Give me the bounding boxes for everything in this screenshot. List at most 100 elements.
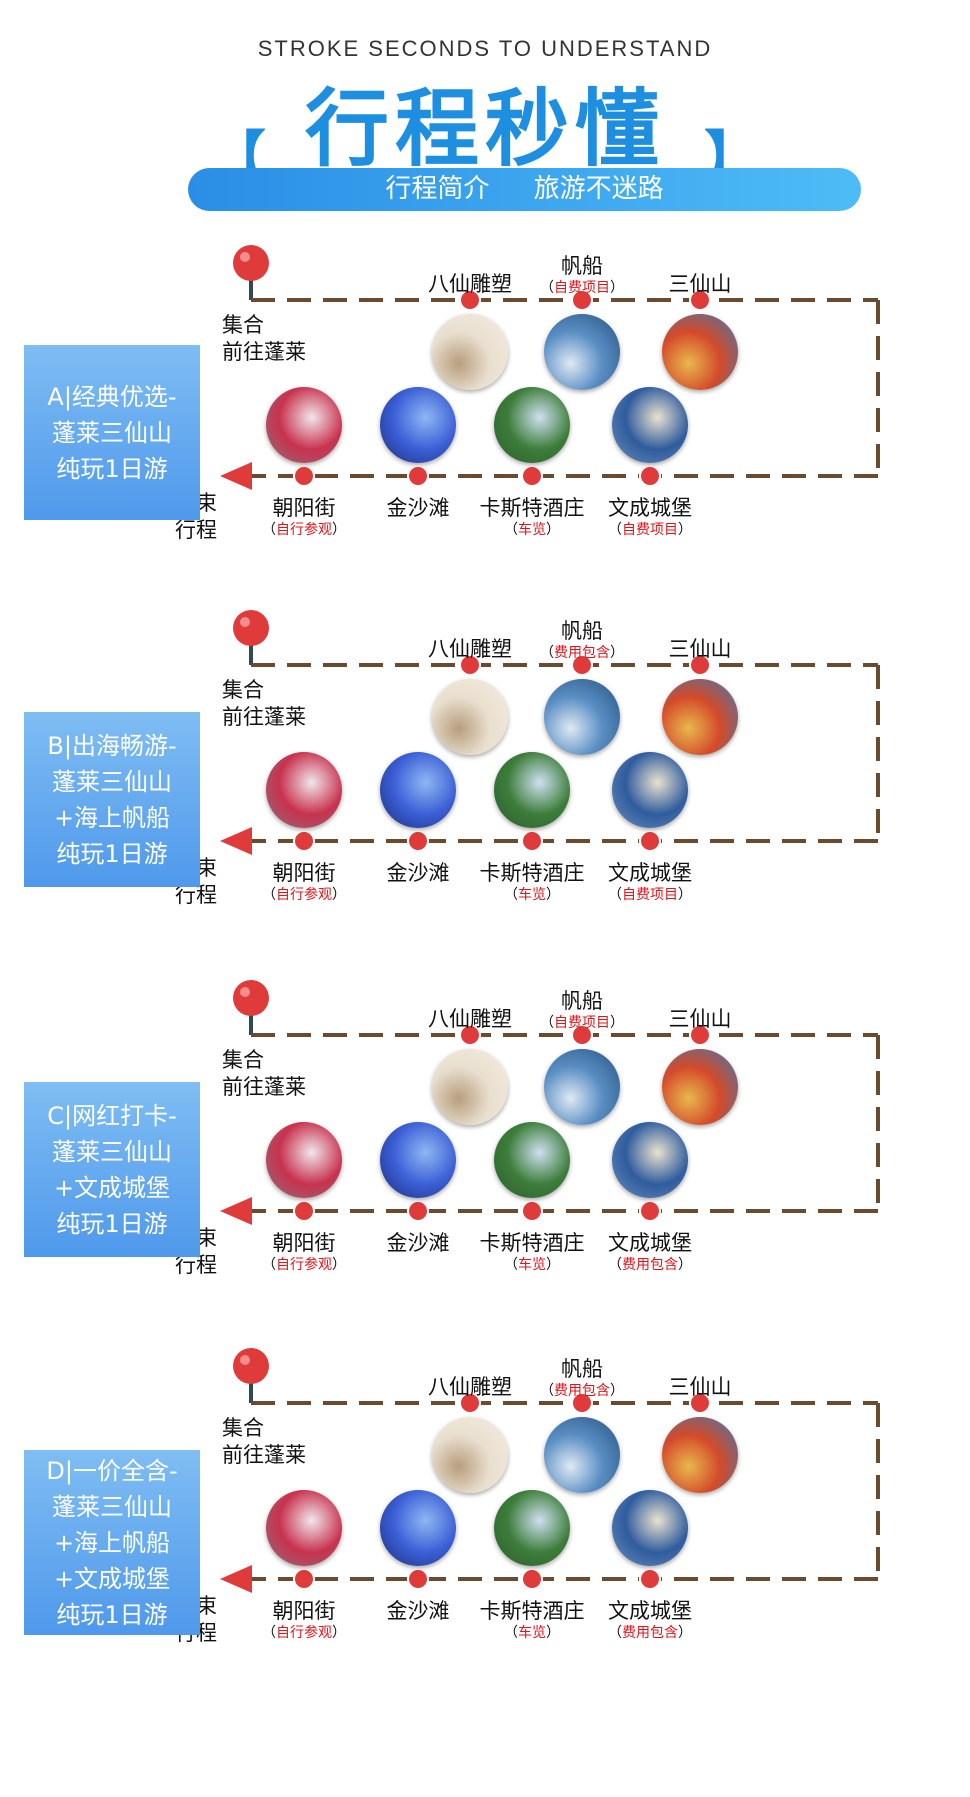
stop-note: （车览）	[504, 519, 560, 539]
note-paren-close: ）	[678, 1625, 692, 1641]
chaoyang-street-photo	[266, 1490, 342, 1566]
start-pin-icon	[233, 245, 269, 281]
castel-winery-photo	[494, 1490, 570, 1566]
note-paren-close: ）	[610, 280, 624, 296]
note-paren-open: （	[504, 887, 518, 903]
note-text: 车览	[518, 522, 546, 538]
sailboat-photo	[544, 1417, 620, 1493]
pill-text-left: 行程简介	[385, 174, 490, 204]
package-label: D|一价全含-蓬莱三仙山+海上帆船+文成城堡纯玩1日游	[24, 1450, 200, 1635]
wencheng-castle-photo	[612, 752, 688, 828]
package-label: A|经典优选-蓬莱三仙山纯玩1日游	[24, 345, 200, 520]
package-label-line: 蓬莱三仙山	[52, 418, 172, 447]
note-paren-open: （	[540, 645, 554, 661]
itinerary-section: 集合前往蓬莱结束行程八仙雕塑帆船（费用包含）三仙山朝阳街（自行参观）金沙滩卡斯特…	[0, 605, 970, 907]
note-paren-open: （	[504, 1257, 518, 1273]
note-paren-open: （	[504, 1625, 518, 1641]
note-paren-open: （	[540, 1383, 554, 1399]
note-paren-open: （	[540, 280, 554, 296]
sanxian-mountain-photo	[662, 1049, 738, 1125]
package-label-line: C|网红打卡-	[47, 1101, 177, 1130]
baxian-statue-photo	[432, 1049, 508, 1125]
note-paren-close: ）	[610, 1015, 624, 1031]
stop-note: （车览）	[504, 884, 560, 904]
sailboat-photo	[544, 314, 620, 390]
stop-name: 卡斯特酒庄	[479, 1231, 585, 1255]
golden-beach-photo	[380, 1122, 456, 1198]
start-pin-icon	[233, 1348, 269, 1384]
note-paren-close: ）	[546, 887, 560, 903]
note-paren-close: ）	[678, 522, 692, 538]
note-text: 自行参观	[276, 1257, 332, 1273]
wencheng-castle-photo	[612, 387, 688, 463]
stop-note: （自行参观）	[262, 519, 346, 539]
pill-text-right: 旅游不迷路	[533, 174, 664, 204]
castel-winery-photo	[494, 1122, 570, 1198]
note-text: 自行参观	[276, 1625, 332, 1641]
stop-name: 朝阳街	[272, 1599, 336, 1623]
end-label-line2: 行程	[175, 883, 217, 907]
sailboat-photo	[544, 1049, 620, 1125]
stop-name: 文成城堡	[608, 1231, 692, 1255]
note-paren-open: （	[262, 1625, 276, 1641]
wencheng-castle-photo	[612, 1122, 688, 1198]
note-paren-open: （	[608, 1257, 622, 1273]
baxian-statue-photo	[432, 679, 508, 755]
stop-note: （自费项目）	[608, 884, 692, 904]
package-label-line: 纯玩1日游	[56, 454, 168, 483]
note-paren-open: （	[540, 1015, 554, 1031]
package-label-line: +海上帆船	[53, 803, 171, 832]
start-label: 集合前往蓬莱	[222, 312, 306, 366]
stop-name: 八仙雕塑	[428, 1007, 512, 1031]
stop-note: （自费项目）	[540, 1012, 624, 1032]
start-pin-icon	[233, 980, 269, 1016]
start-label: 集合前往蓬莱	[222, 1415, 306, 1469]
stop-name: 帆船	[561, 989, 603, 1013]
stop-note: （自行参观）	[262, 1254, 346, 1274]
stop-name: 三仙山	[668, 1007, 732, 1031]
package-label: B|出海畅游-蓬莱三仙山+海上帆船纯玩1日游	[24, 712, 200, 887]
stop-name: 朝阳街	[272, 1231, 336, 1255]
stop-note: （自行参观）	[262, 884, 346, 904]
route-line	[220, 980, 880, 1225]
start-label-line2: 前往蓬莱	[222, 340, 306, 364]
itinerary-section: 集合前往蓬莱结束行程八仙雕塑帆船（自费项目）三仙山朝阳街（自行参观）金沙滩卡斯特…	[0, 975, 970, 1277]
note-paren-close: ）	[678, 887, 692, 903]
end-arrow-icon	[220, 1197, 252, 1225]
stop-name: 文成城堡	[608, 1599, 692, 1623]
end-arrow-icon	[220, 1565, 252, 1593]
end-arrow-icon	[220, 462, 252, 490]
start-label-line1: 集合	[222, 678, 264, 702]
start-label: 集合前往蓬莱	[222, 1047, 306, 1101]
baxian-statue-photo	[432, 314, 508, 390]
note-text: 自费项目	[554, 1015, 610, 1031]
chaoyang-street-photo	[266, 1122, 342, 1198]
note-text: 费用包含	[554, 1383, 610, 1399]
stop-note: （费用包含）	[608, 1254, 692, 1274]
start-label-line2: 前往蓬莱	[222, 1075, 306, 1099]
package-label-line: D|一价全含-	[46, 1456, 178, 1485]
stop-note: （自费项目）	[540, 277, 624, 297]
stop-name: 三仙山	[668, 637, 732, 661]
package-label-line: 纯玩1日游	[56, 839, 168, 868]
stop-name: 金沙滩	[386, 496, 450, 520]
stop-name: 卡斯特酒庄	[479, 496, 585, 520]
stop-note: （费用包含）	[608, 1622, 692, 1642]
golden-beach-photo	[380, 1490, 456, 1566]
header: STROKE SECONDS TO UNDERSTAND 【 行程秒懂 】 行程…	[0, 0, 970, 230]
end-label-line2: 行程	[175, 1253, 217, 1277]
note-text: 费用包含	[622, 1625, 678, 1641]
note-paren-close: ）	[610, 645, 624, 661]
start-label-line1: 集合	[222, 1048, 264, 1072]
stop-name: 金沙滩	[386, 1599, 450, 1623]
itinerary-section: 集合前往蓬莱结束行程八仙雕塑帆船（费用包含）三仙山朝阳街（自行参观）金沙滩卡斯特…	[0, 1343, 970, 1645]
stop-note: （自行参观）	[262, 1622, 346, 1642]
package-label-line: 蓬莱三仙山	[52, 767, 172, 796]
golden-beach-photo	[380, 752, 456, 828]
note-text: 车览	[518, 1257, 546, 1273]
package-label-line: 蓬莱三仙山	[52, 1492, 172, 1521]
start-label-line2: 前往蓬莱	[222, 705, 306, 729]
itinerary-section: 集合前往蓬莱结束行程八仙雕塑帆船（自费项目）三仙山朝阳街（自行参观）金沙滩卡斯特…	[0, 240, 970, 542]
stop-name: 八仙雕塑	[428, 272, 512, 296]
wencheng-castle-photo	[612, 1490, 688, 1566]
